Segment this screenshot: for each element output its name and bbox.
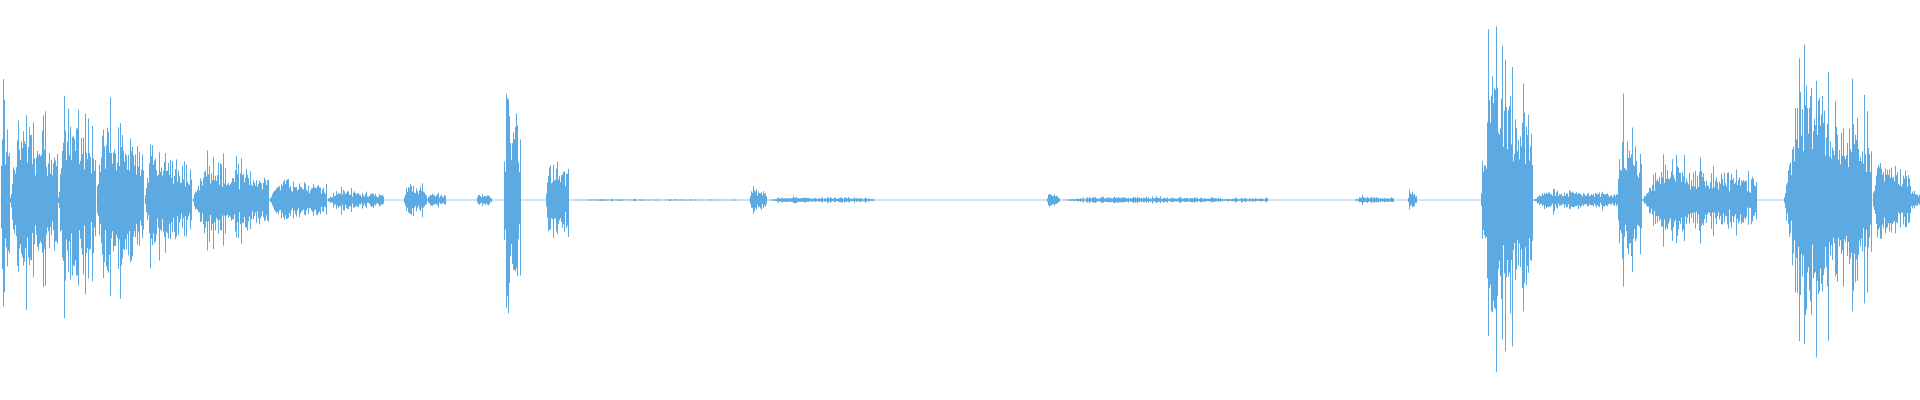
waveform-bars [1,26,1920,373]
waveform-path [1,26,1920,373]
